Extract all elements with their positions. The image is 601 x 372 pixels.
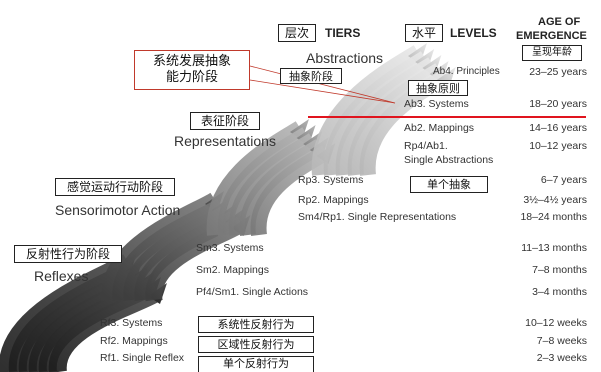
level-rp4-line2: Single Abstractions <box>404 154 494 166</box>
abstraction-ability-callout: 系统发展抽象 能力阶段 <box>134 50 250 90</box>
representations-arrow-stroke <box>206 121 305 236</box>
abstract-principle-label: 抽象原则 <box>408 80 468 96</box>
age-header-line2: EMERGENCE <box>516 30 587 42</box>
tier-abstractions-label: Abstractions <box>306 50 384 66</box>
age-pf4: 3–4 months <box>532 286 587 298</box>
age-ab4: 23–25 years <box>529 66 587 78</box>
tier-representations-cn: 表征阶段 <box>190 112 260 130</box>
age-rp3: 6–7 years <box>540 174 587 186</box>
levels-header: LEVELS <box>450 26 497 40</box>
age-rf3: 10–12 weeks <box>525 317 587 329</box>
age-ab2: 14–16 years <box>529 122 587 134</box>
age-sm3: 11–13 months <box>521 242 587 254</box>
levels-cn-label: 水平 <box>405 24 443 42</box>
callout-line-1: 系统发展抽象 <box>152 54 231 69</box>
level-rf1: Rf1. Single Reflex <box>100 352 185 364</box>
callout-line-2: 能力阶段 <box>165 70 218 85</box>
tier-sensorimotor-label: Sensorimotor Action <box>55 202 181 218</box>
system-reflex-label: 系统性反射行为 <box>198 316 314 333</box>
abstractions-arrow-stroke <box>347 63 444 176</box>
age-ab3: 18–20 years <box>529 98 587 110</box>
age-rp4: 10–12 years <box>529 140 587 152</box>
level-pf4: Pf4/Sm1. Single Actions <box>196 286 309 298</box>
level-ab2: Ab2. Mappings <box>404 122 475 134</box>
tiers-cn-label: 层次 <box>278 24 316 42</box>
abstractions-arrow-stroke <box>335 57 437 176</box>
age-header-line1: AGE OF <box>538 16 581 28</box>
age-rf1: 2–3 weeks <box>536 352 587 364</box>
level-rf2: Rf2. Mappings <box>100 335 168 347</box>
single-abstraction-label: 单个抽象 <box>410 176 488 193</box>
abstractions-arrow-stroke <box>323 51 430 176</box>
tier-sensorimotor-cn: 感觉运动行动阶段 <box>55 178 175 196</box>
level-rp3: Rp3. Systems <box>298 174 364 186</box>
tier-representations-label: Representations <box>174 133 276 149</box>
age-rf2: 7–8 weeks <box>536 335 587 347</box>
tier-reflexes-cn: 反射性行为阶段 <box>14 245 122 263</box>
regional-reflex-label: 区域性反射行为 <box>198 336 314 353</box>
representations-arrow-stroke <box>217 127 311 236</box>
level-rf3: Rf3. Systems <box>100 317 163 329</box>
representations-arrow-stroke <box>239 139 325 236</box>
level-sm3: Sm3. Systems <box>196 242 264 254</box>
age-sm2: 7–8 months <box>532 264 587 276</box>
tier-abstractions-cn: 抽象阶段 <box>280 68 342 84</box>
age-sm4: 18–24 months <box>520 211 587 223</box>
single-reflex-label: 单个反射行为 <box>198 356 314 372</box>
red-divider-line <box>308 116 586 118</box>
representations-arrow-stroke <box>228 133 318 236</box>
level-sm4: Sm4/Rp1. Single Representations <box>298 211 457 223</box>
age-rp2: 3½–4½ years <box>523 194 587 206</box>
tier-reflexes-label: Reflexes <box>34 268 89 284</box>
level-sm2: Sm2. Mappings <box>196 264 269 276</box>
level-ab4: Ab4. Principles <box>433 66 500 77</box>
level-ab3: Ab3. Systems <box>404 98 469 110</box>
level-rp2: Rp2. Mappings <box>298 194 369 206</box>
level-rp4-line1: Rp4/Ab1. <box>404 140 448 152</box>
age-cn-label: 呈现年龄 <box>522 45 582 61</box>
tiers-header: TIERS <box>325 26 361 40</box>
